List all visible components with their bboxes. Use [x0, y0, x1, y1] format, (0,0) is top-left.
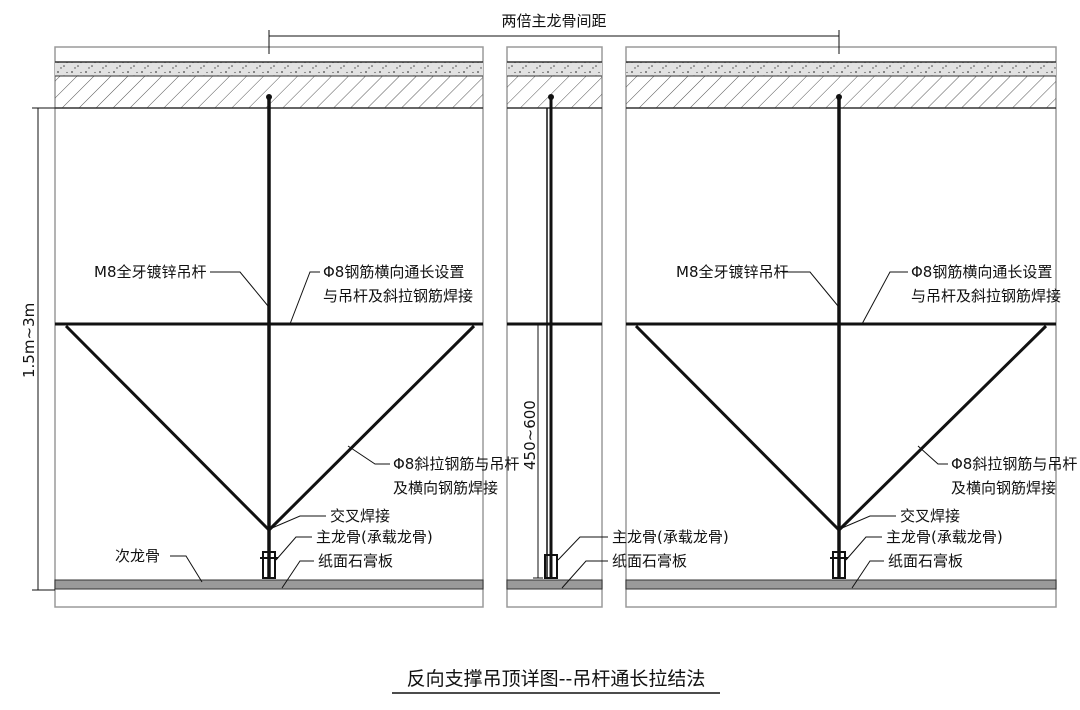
top-span-dimension: 两倍主龙骨间距 [268, 12, 840, 54]
main-keel [262, 551, 276, 579]
gypsum-board-label: 纸面石膏板 [612, 552, 687, 570]
diagonal-rebar-left [64, 324, 271, 532]
diagonal-label-1: Φ8斜拉钢筋与吊杆 [393, 455, 519, 473]
horizontal-bar-label-1: Φ8钢筋横向通长设置 [911, 263, 1052, 281]
left-annotations: M8全牙镀锌吊杆 Φ8钢筋横向通长设置 与吊杆及斜拉钢筋焊接 Φ8斜拉钢筋与吊杆… [94, 263, 519, 589]
gypsum-board-label: 纸面石膏板 [888, 552, 963, 570]
gypsum-board [54, 579, 484, 590]
main-keel-label: 主龙骨(承载龙骨) [612, 528, 729, 546]
horizontal-bar-label-2: 与吊杆及斜拉钢筋焊接 [323, 287, 473, 305]
middle-panel: 450~600 [506, 46, 603, 608]
cross-weld-label: 交叉焊接 [330, 507, 390, 525]
panel-frame [625, 46, 1057, 608]
height-dimension: 1.5m~3m [20, 107, 55, 591]
panel-frame [506, 46, 603, 608]
right-annotations: M8全牙镀锌吊杆 Φ8钢筋横向通长设置 与吊杆及斜拉钢筋焊接 Φ8斜拉钢筋与吊杆… [676, 263, 1077, 589]
main-keel-label: 主龙骨(承载龙骨) [316, 528, 433, 546]
diagonal-rebar-right [267, 324, 476, 532]
cross-weld-label: 交叉焊接 [900, 507, 960, 525]
title-text: 反向支撑吊顶详图--吊杆通长拉结法 [407, 668, 706, 690]
horizontal-bar-label-2: 与吊杆及斜拉钢筋焊接 [911, 287, 1061, 305]
diagonal-label-2: 及横向钢筋焊接 [393, 479, 498, 497]
top-span-label: 两倍主龙骨间距 [501, 12, 606, 30]
gypsum-board-label: 纸面石膏板 [318, 552, 393, 570]
diagonal-label-2: 及横向钢筋焊接 [951, 479, 1056, 497]
diagonal-label-1: Φ8斜拉钢筋与吊杆 [951, 455, 1077, 473]
slab-screed [55, 62, 483, 76]
height-range-label: 1.5m~3m [20, 303, 38, 378]
brace-height-dimension: 450~600 [521, 400, 539, 470]
drawing-title: 反向支撑吊顶详图--吊杆通长拉结法 [392, 668, 720, 694]
rod-label: M8全牙镀锌吊杆 [94, 263, 207, 281]
horizontal-bar-label-1: Φ8钢筋横向通长设置 [323, 263, 464, 281]
secondary-keel-label: 次龙骨 [115, 547, 160, 565]
rod-label: M8全牙镀锌吊杆 [676, 263, 789, 281]
right-panel [625, 46, 1057, 608]
left-panel [54, 46, 484, 608]
main-keel-label: 主龙骨(承载龙骨) [886, 528, 1003, 546]
middle-annotations: 主龙骨(承载龙骨) 纸面石膏板 [557, 528, 729, 589]
